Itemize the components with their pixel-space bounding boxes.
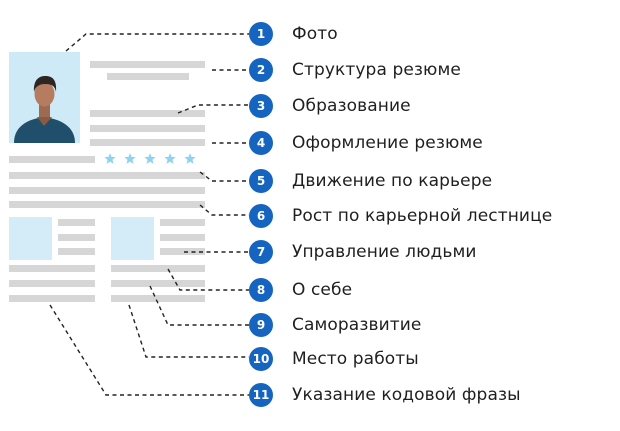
- text-line: [90, 139, 205, 146]
- text-line: [90, 125, 205, 132]
- legend-label: Структура резюме: [292, 60, 461, 80]
- legend-label: Рост по карьерной лестнице: [292, 206, 553, 226]
- connector-10: [128, 304, 249, 358]
- number-badge: 11: [249, 383, 273, 407]
- number-badge: 3: [249, 94, 273, 118]
- text-line: [160, 219, 205, 226]
- text-line: [160, 234, 205, 241]
- star-icon: [164, 153, 176, 164]
- legend-label: Образование: [292, 96, 411, 116]
- text-line: [9, 201, 205, 208]
- legend-item-code-phrase: 11 Указание кодовой фразы: [249, 383, 521, 407]
- star-icon: [184, 153, 196, 164]
- star-icon: [124, 153, 136, 164]
- legend-item-about: 8 О себе: [249, 278, 352, 302]
- text-line: [9, 172, 205, 179]
- star-icon: [144, 153, 156, 164]
- legend-item-workplace: 10 Место работы: [249, 347, 419, 371]
- connector-6: [199, 204, 249, 216]
- text-line: [9, 187, 205, 194]
- text-line: [58, 248, 95, 255]
- legend-item-career-movement: 5 Движение по карьере: [249, 169, 492, 193]
- person-photo-icon: [14, 76, 75, 143]
- text-line: [111, 280, 205, 287]
- legend-label: Фото: [292, 24, 338, 44]
- photo-frame: [9, 52, 80, 143]
- connector-11: [49, 304, 249, 396]
- connector-9: [149, 285, 249, 326]
- legend-label: Указание кодовой фразы: [292, 385, 521, 405]
- text-line: [160, 248, 205, 255]
- text-line: [111, 265, 205, 272]
- connector-8: [167, 268, 249, 291]
- rating-stars: [104, 153, 196, 164]
- legend-label: Саморазвитие: [292, 315, 422, 335]
- connector-1: [65, 33, 249, 52]
- image-box: [111, 217, 154, 260]
- text-line: [90, 110, 205, 117]
- text-line: [9, 280, 95, 287]
- legend-item-management: 7 Управление людьми: [249, 240, 477, 264]
- number-badge: 8: [249, 278, 273, 302]
- number-badge: 4: [249, 131, 273, 155]
- text-line: [9, 295, 95, 302]
- legend-label: О себе: [292, 280, 353, 300]
- legend-item-design: 4 Оформление резюме: [249, 131, 483, 155]
- image-box: [9, 217, 52, 260]
- legend-item-structure: 2 Структура резюме: [249, 58, 461, 82]
- legend-item-self-development: 9 Саморазвитие: [249, 313, 421, 337]
- number-badge: 10: [249, 347, 273, 371]
- text-line: [90, 61, 205, 68]
- text-line: [9, 265, 95, 272]
- legend-label: Движение по карьере: [292, 171, 493, 191]
- legend-item-career-growth: 6 Рост по карьерной лестнице: [249, 204, 552, 228]
- text-line: [107, 73, 189, 80]
- text-line: [58, 219, 95, 226]
- number-badge: 2: [249, 58, 273, 82]
- text-line: [9, 156, 95, 163]
- text-line: [58, 234, 95, 241]
- number-badge: 7: [249, 240, 273, 264]
- number-badge: 5: [249, 169, 273, 193]
- number-badge: 6: [249, 204, 273, 228]
- number-badge: 9: [249, 313, 273, 337]
- number-badge: 1: [249, 22, 273, 46]
- legend-item-photo: 1 Фото: [249, 22, 338, 46]
- legend-label: Место работы: [292, 349, 419, 369]
- legend-label: Оформление резюме: [292, 133, 483, 153]
- star-icon: [104, 153, 116, 164]
- legend-label: Управление людьми: [292, 242, 477, 262]
- connector-3: [177, 104, 249, 114]
- connector-5: [199, 171, 249, 182]
- text-line: [111, 295, 205, 302]
- legend-item-education: 3 Образование: [249, 94, 411, 118]
